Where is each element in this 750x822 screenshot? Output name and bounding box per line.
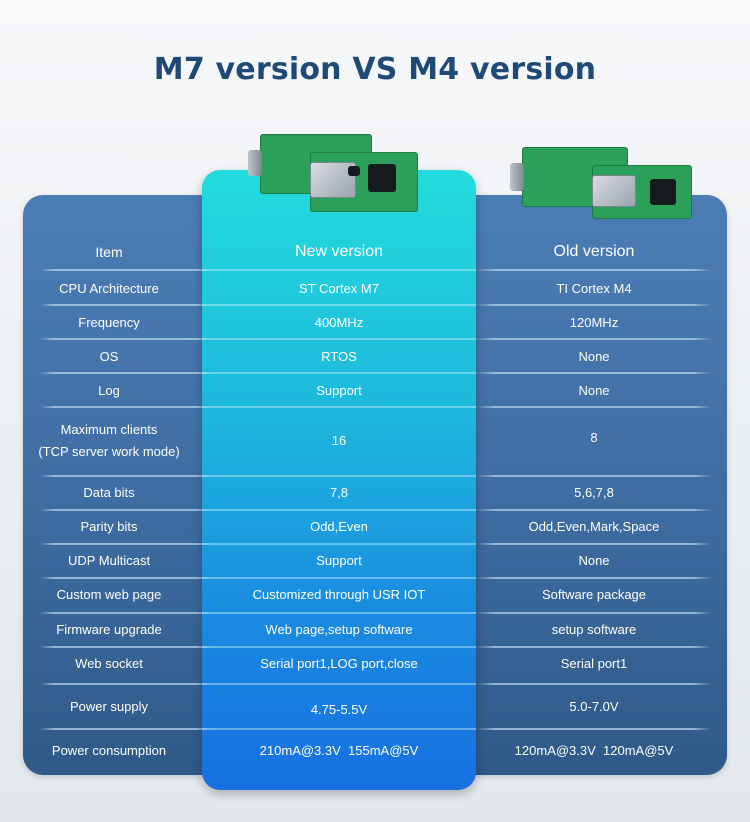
table-row: Maximum clients (TCP server work mode) 1… bbox=[0, 418, 750, 464]
row-label: Custom web page bbox=[56, 587, 162, 602]
page-title: M7 version VS M4 version bbox=[153, 52, 597, 87]
new-value: 16 bbox=[331, 433, 347, 448]
new-value: 7,8 bbox=[329, 485, 349, 500]
row-label: Power supply bbox=[69, 699, 149, 714]
new-version-highlight-column bbox=[202, 170, 476, 790]
old-value: None bbox=[578, 383, 610, 398]
row-label: CPU Architecture bbox=[59, 281, 159, 296]
table-row: OS RTOS None bbox=[0, 345, 750, 369]
new-value: Web page,setup software bbox=[265, 622, 413, 637]
old-value: 120mA@3.3V 120mA@5V bbox=[514, 743, 674, 758]
row-label: Maximum clients (TCP server work mode) bbox=[23, 419, 195, 463]
row-label: Log bbox=[98, 383, 120, 398]
row-label: Firmware upgrade bbox=[56, 622, 162, 637]
old-value: Serial port1 bbox=[560, 656, 628, 671]
new-value: Support bbox=[316, 553, 362, 568]
table-row: UDP Multicast Support None bbox=[0, 549, 750, 573]
row-label: Parity bits bbox=[80, 519, 138, 534]
row-label-line2: (TCP server work mode) bbox=[38, 444, 180, 459]
old-value: TI Cortex M4 bbox=[556, 281, 632, 296]
old-value: None bbox=[578, 553, 610, 568]
table-row: Power consumption 210mA@3.3V 155mA@5V 12… bbox=[0, 739, 750, 763]
table-row: Power supply 4.75-5.5V 5.0-7.0V bbox=[0, 695, 750, 719]
old-value: 120MHz bbox=[569, 315, 619, 330]
row-label: Power consumption bbox=[51, 743, 167, 758]
table-row: Custom web page Customized through USR I… bbox=[0, 583, 750, 607]
table-row: Parity bits Odd,Even Odd,Even,Mark,Space bbox=[0, 515, 750, 539]
table-row: Web socket Serial port1,LOG port,close S… bbox=[0, 652, 750, 676]
new-value: Support bbox=[316, 383, 362, 398]
pcb-module-m7-image bbox=[248, 132, 478, 212]
table-row: Firmware upgrade Web page,setup software… bbox=[0, 618, 750, 642]
header-old-version: Old version bbox=[553, 243, 635, 260]
table-header-row: Item New version Old version bbox=[0, 240, 750, 264]
new-value: Serial port1,LOG port,close bbox=[260, 656, 418, 671]
row-label: Frequency bbox=[78, 315, 140, 330]
new-value: 4.75-5.5V bbox=[310, 702, 368, 717]
row-label-line1: Maximum clients bbox=[60, 422, 158, 437]
table-row: Data bits 7,8 5,6,7,8 bbox=[0, 481, 750, 505]
old-value: 5.0-7.0V bbox=[569, 699, 619, 714]
new-value: Customized through USR IOT bbox=[252, 587, 426, 602]
new-value: 210mA@3.3V 155mA@5V bbox=[259, 743, 419, 758]
old-value: 5,6,7,8 bbox=[574, 485, 614, 500]
table-row: Frequency 400MHz 120MHz bbox=[0, 311, 750, 335]
header-new-version: New version bbox=[294, 243, 384, 260]
row-label: UDP Multicast bbox=[67, 553, 151, 568]
new-value: ST Cortex M7 bbox=[299, 281, 379, 296]
table-row: CPU Architecture ST Cortex M7 TI Cortex … bbox=[0, 277, 750, 301]
row-label: Web socket bbox=[75, 656, 143, 671]
new-value: Odd,Even bbox=[310, 519, 368, 534]
header-item: Item bbox=[95, 244, 123, 260]
old-value: Software package bbox=[541, 587, 647, 602]
new-value: 400MHz bbox=[314, 315, 364, 330]
row-label: OS bbox=[99, 349, 119, 364]
old-value: Odd,Even,Mark,Space bbox=[528, 519, 660, 534]
old-value: 8 bbox=[590, 430, 598, 445]
row-label: Data bits bbox=[83, 485, 135, 500]
old-value: setup software bbox=[551, 622, 637, 637]
old-value: None bbox=[578, 349, 610, 364]
table-row: Log Support None bbox=[0, 379, 750, 403]
pcb-module-m4-image bbox=[510, 145, 710, 220]
new-value: RTOS bbox=[321, 349, 357, 364]
